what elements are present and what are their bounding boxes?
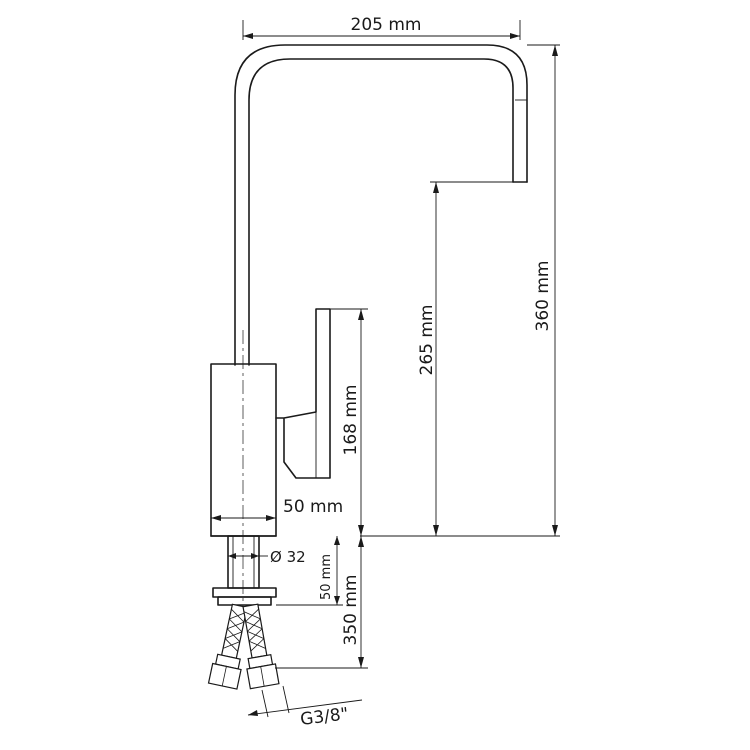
dim-spout-height: 265 mm <box>417 181 513 536</box>
right-hose <box>242 603 280 690</box>
mounting-washer <box>212 587 277 598</box>
dim-shank-diameter-label: Ø 32 <box>270 548 306 566</box>
dim-thread: G3/8" <box>247 685 363 730</box>
faucet-outline <box>210 44 528 610</box>
dim-total-height-label: 360 mm <box>533 261 553 332</box>
dim-shank-length-label: 50 mm <box>319 554 334 600</box>
dim-lever-height-label: 168 mm <box>341 385 361 456</box>
dim-lever-height: 168 mm <box>330 308 368 536</box>
spout-outer <box>234 44 528 366</box>
dim-shank-length: 50 mm <box>276 536 343 606</box>
dim-total-height: 360 mm <box>360 44 560 537</box>
dim-thread-label: G3/8" <box>299 704 349 730</box>
lever-handle <box>275 308 331 479</box>
dim-max-deck-label: 350 mm <box>341 575 361 646</box>
left-hose <box>207 603 248 690</box>
dim-max-deck: 350 mm <box>275 536 368 669</box>
spout-inner <box>248 58 514 366</box>
dim-body-diameter-label: 50 mm <box>283 497 343 517</box>
dim-body-diameter: 50 mm <box>211 497 343 521</box>
dim-spout-height-label: 265 mm <box>417 305 437 376</box>
dim-shank-diameter: Ø 32 <box>228 548 306 566</box>
mounting-nut <box>217 596 272 606</box>
dim-spout-reach: 205 mm <box>242 15 521 40</box>
flexible-hoses <box>207 603 280 690</box>
faucet-body <box>210 363 277 537</box>
dim-spout-reach-label: 205 mm <box>351 15 422 35</box>
